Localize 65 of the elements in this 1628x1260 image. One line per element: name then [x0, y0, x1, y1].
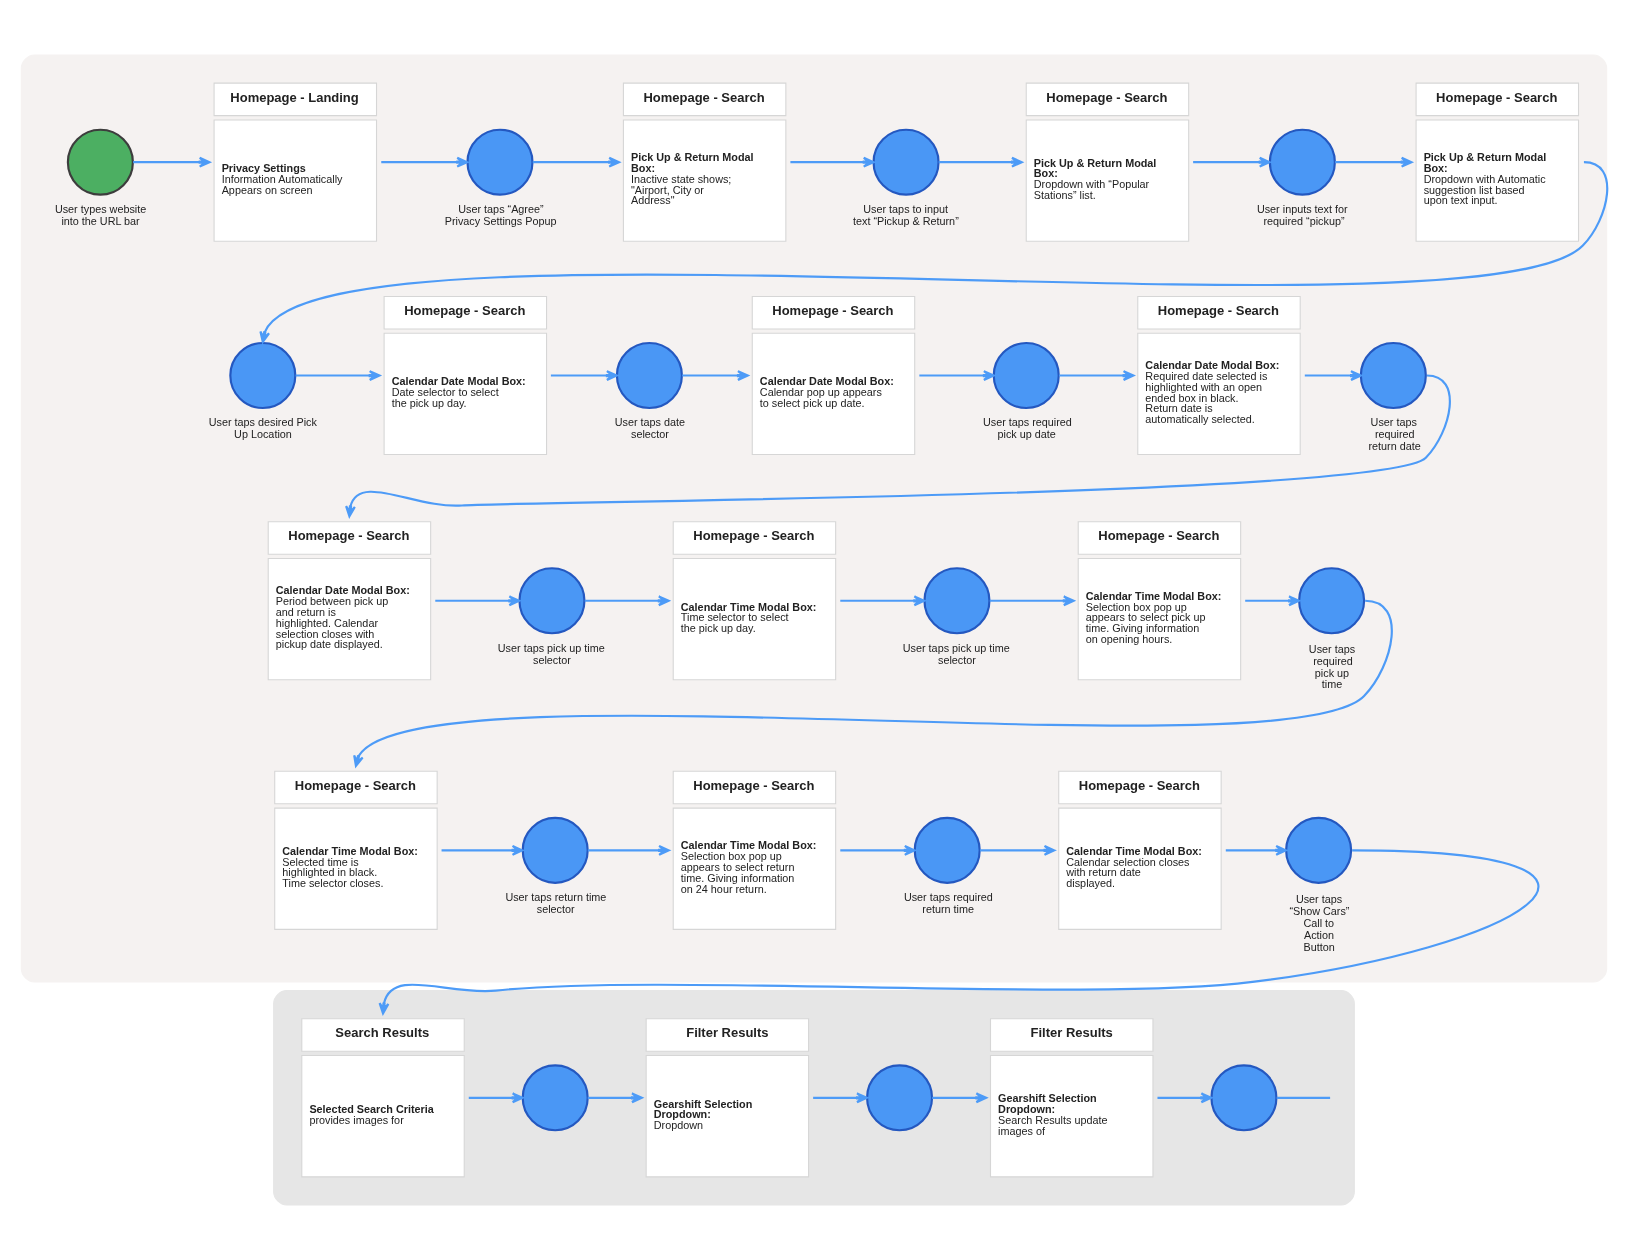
node-label: User types website into the URL bar: [54, 203, 147, 228]
arrow: [1059, 370, 1135, 381]
arrow: [919, 370, 995, 381]
cluster: [273, 990, 1355, 1206]
node-circle: [1359, 341, 1427, 410]
node-circle: [1210, 1064, 1278, 1132]
node-circle: [521, 816, 589, 884]
node-circle: [992, 341, 1060, 410]
arrow: [840, 844, 916, 856]
node-label: User taps date selector: [614, 416, 686, 441]
arrow: [1225, 844, 1288, 856]
arrow: [345, 374, 1451, 518]
node-circle: [466, 128, 534, 196]
node-label: User taps required return time: [903, 891, 993, 916]
node-label: User taps pick up time selector: [497, 641, 605, 666]
node-circle: [66, 128, 134, 196]
arrow: [353, 599, 1393, 767]
arrow: [532, 156, 621, 168]
node-circle: [615, 341, 683, 410]
arrow: [587, 844, 670, 856]
node-circle: [521, 1064, 589, 1132]
node-circle: [865, 1064, 934, 1132]
arrow: [133, 156, 211, 168]
node-circle: [229, 341, 297, 410]
connector: [1276, 1096, 1331, 1099]
node-circle: [913, 816, 981, 884]
node-circle: [518, 567, 586, 635]
arrow: [381, 156, 469, 168]
arrow: [1157, 1092, 1213, 1104]
node-label: User inputs text for required “pickup”: [1256, 203, 1348, 228]
node-circle: [1298, 567, 1366, 635]
node-label: User taps required pick up time: [1308, 642, 1356, 691]
arrow: [1193, 156, 1271, 168]
arrow: [989, 595, 1075, 607]
node-label: User taps desired Pick Up Location: [208, 416, 317, 441]
node-circle: [923, 567, 991, 635]
arrow: [441, 844, 524, 856]
arrow: [259, 161, 1609, 344]
arrow: [550, 370, 618, 381]
node-label: User taps pick up time selector: [902, 641, 1010, 666]
node-label: User taps required return date: [1368, 416, 1421, 453]
arrow: [932, 1092, 988, 1104]
arrow: [468, 1092, 524, 1104]
node-label: User taps “Agree” Privacy Settings Popup: [444, 203, 557, 228]
node-label: User taps to input text “Pickup & Return”: [852, 203, 959, 228]
arrow: [435, 595, 521, 607]
arrow: [587, 1092, 643, 1104]
arrow: [790, 156, 875, 168]
arrow: [1335, 156, 1413, 168]
node-circle: [872, 128, 940, 196]
node-label: User taps return time selector: [505, 891, 607, 916]
arrow: [979, 844, 1056, 856]
arrow: [682, 370, 749, 381]
arrow: [1304, 370, 1362, 381]
node-circle: [1285, 816, 1353, 884]
node-label: User taps “Show Cars” Call to Action Button: [1289, 893, 1350, 954]
arrow: [938, 156, 1023, 168]
arrow: [378, 849, 1537, 1015]
node-label: User taps required pick up date: [982, 416, 1072, 441]
arrow: [813, 1092, 868, 1104]
arrow: [840, 595, 926, 607]
node-circle: [1268, 128, 1336, 196]
arrow: [295, 370, 381, 381]
arrow: [584, 595, 670, 607]
arrow: [1245, 595, 1300, 607]
